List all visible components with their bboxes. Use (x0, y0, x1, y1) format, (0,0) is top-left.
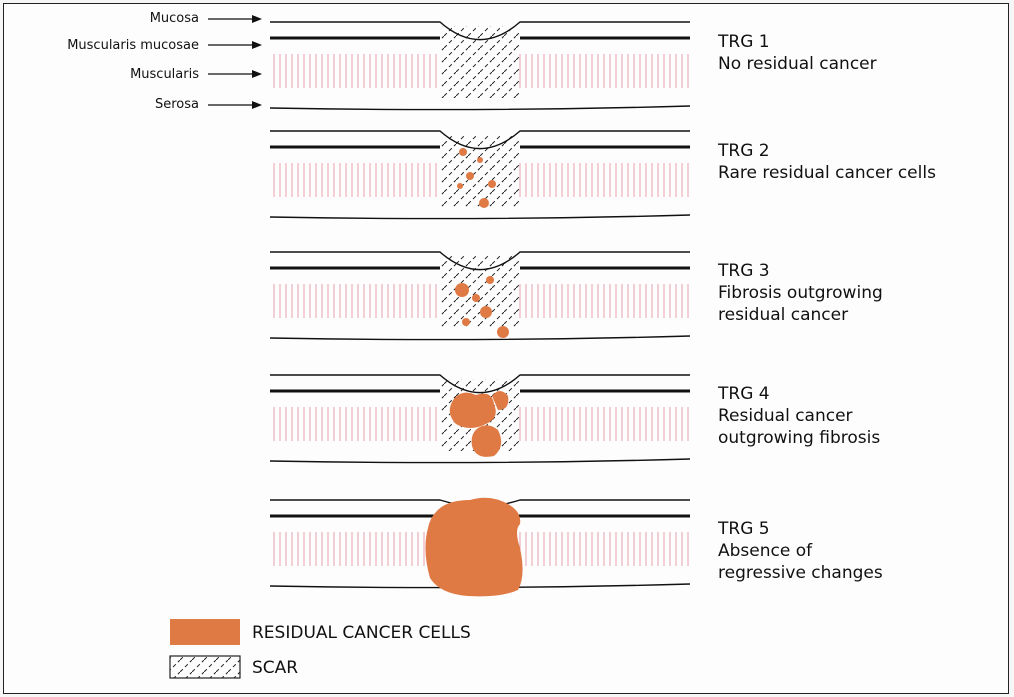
layer-arrows (208, 15, 262, 109)
label-muscularis: Muscularis (46, 67, 199, 83)
panel-2-desc-1: Rare residual cancer cells (718, 162, 998, 184)
panel-3-desc-1: Fibrosis outgrowing (718, 282, 998, 304)
arrow-muscularis-mucosae-head (252, 41, 262, 49)
arrow-muscularis-head (252, 70, 262, 78)
panel-5-desc-2: regressive changes (718, 562, 998, 584)
scar-region (440, 135, 520, 207)
panel-5-text: TRG 5 Absence of regressive changes (718, 518, 998, 584)
legend-shapes (170, 619, 240, 678)
panel-3-text: TRG 3 Fibrosis outgrowing residual cance… (718, 260, 998, 326)
panel-4-text: TRG 4 Residual cancer outgrowing fibrosi… (718, 383, 998, 449)
cancer-cluster (472, 425, 502, 456)
panel-2 (270, 131, 690, 219)
panel-2-grade: TRG 2 (718, 140, 998, 162)
legend-scar-label: SCAR (252, 658, 298, 678)
label-serosa: Serosa (46, 97, 199, 113)
cancer-cell (462, 318, 470, 326)
cancer-cell (488, 180, 496, 188)
panel-3 (270, 252, 690, 340)
panels-group (270, 22, 690, 596)
cancer-cell (480, 306, 492, 318)
cancer-mass (425, 498, 522, 597)
cancer-cell (455, 283, 469, 297)
scar-region (440, 256, 520, 328)
panel-4 (270, 375, 690, 463)
panel-5-grade: TRG 5 (718, 518, 998, 540)
panel-3-desc-2: residual cancer (718, 304, 998, 326)
cancer-cell (486, 276, 494, 284)
legend-cancer-swatch (170, 619, 240, 645)
cancer-cell (477, 157, 483, 163)
panel-2-text: TRG 2 Rare residual cancer cells (718, 140, 998, 184)
cancer-cell (472, 294, 480, 302)
serosa-line (270, 336, 690, 340)
arrow-mucosa-head (252, 15, 262, 23)
panel-1 (270, 22, 690, 110)
panel-1-text: TRG 1 No residual cancer (718, 31, 998, 75)
cancer-cell (466, 172, 474, 180)
cancer-cell (459, 148, 467, 156)
panel-5 (270, 498, 690, 597)
panel-1-grade: TRG 1 (718, 31, 998, 53)
panel-4-desc-1: Residual cancer (718, 405, 998, 427)
arrow-serosa-head (252, 101, 262, 109)
panel-5-desc-1: Absence of (718, 540, 998, 562)
panel-4-grade: TRG 4 (718, 383, 998, 405)
cancer-cell (479, 198, 489, 208)
cancer-cell (497, 326, 509, 338)
panel-3-grade: TRG 3 (718, 260, 998, 282)
label-mucosa: Mucosa (46, 11, 199, 27)
scar-region (440, 26, 520, 98)
label-muscularis-mucosae: Muscularis mucosae (0, 38, 199, 54)
legend-cancer-label: RESIDUAL CANCER CELLS (252, 623, 471, 643)
cancer-cell (457, 183, 463, 189)
panel-4-desc-2: outgrowing fibrosis (718, 427, 998, 449)
serosa-line (270, 215, 690, 219)
panel-1-desc-1: No residual cancer (718, 53, 998, 75)
legend-scar-swatch (170, 656, 240, 678)
serosa-line (270, 106, 690, 110)
serosa-line (270, 459, 690, 463)
